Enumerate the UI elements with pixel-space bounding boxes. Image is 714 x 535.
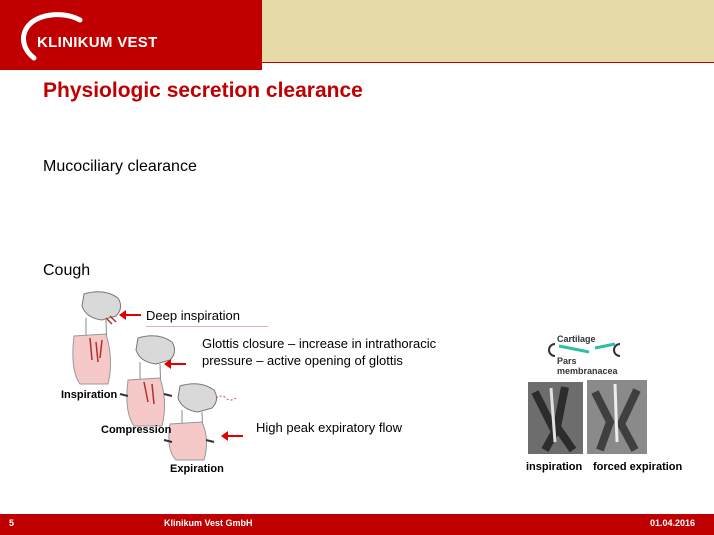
header-divider [208, 62, 714, 63]
desc-glottis-line2: pressure – active opening of glottis [202, 353, 403, 368]
desc-peak-flow: High peak expiratory flow [256, 420, 402, 435]
label-cartilage: Cartilage [557, 334, 596, 344]
footer-bar [0, 514, 714, 535]
label-inspiration: Inspiration [61, 389, 118, 401]
trachea-xray-illustration [528, 342, 647, 454]
desc-glottis-line1: Glottis closure – increase in intrathora… [202, 336, 437, 351]
header-red-strip [113, 0, 263, 6]
footer-organization: Klinikum Vest GmbH [164, 518, 253, 528]
bullet-mucociliary: Mucociliary clearance [43, 158, 197, 175]
figure-inspiration [72, 291, 122, 385]
bullet-cough: Cough [43, 262, 91, 279]
caption-inspiration: inspiration [526, 461, 583, 473]
cough-phases-illustration [72, 291, 237, 461]
caption-forced-expiration: forced expiration [593, 461, 683, 473]
label-membranacea: membranacea [557, 366, 618, 376]
label-compression: Compression [101, 424, 172, 436]
footer-date: 01.04.2016 [650, 518, 696, 528]
header-red-block [0, 0, 262, 70]
desc-underline [146, 326, 268, 327]
header-beige-band [262, 0, 714, 62]
figure-compression [119, 335, 176, 427]
red-arrow-left-icon [164, 359, 186, 369]
slide-title: Physiologic secretion clearance [43, 79, 363, 102]
label-expiration: Expiration [170, 463, 224, 475]
logo-text: KLINIKUM VEST [37, 34, 158, 51]
red-arrow-left-icon [221, 431, 243, 441]
red-arrow-left-icon [119, 310, 141, 320]
label-pars: Pars [557, 356, 577, 366]
logo-swoosh-icon [21, 12, 83, 61]
slide-number: 5 [9, 518, 15, 528]
desc-deep-inspiration: Deep inspiration [146, 308, 240, 323]
figure-expiration [163, 383, 237, 461]
